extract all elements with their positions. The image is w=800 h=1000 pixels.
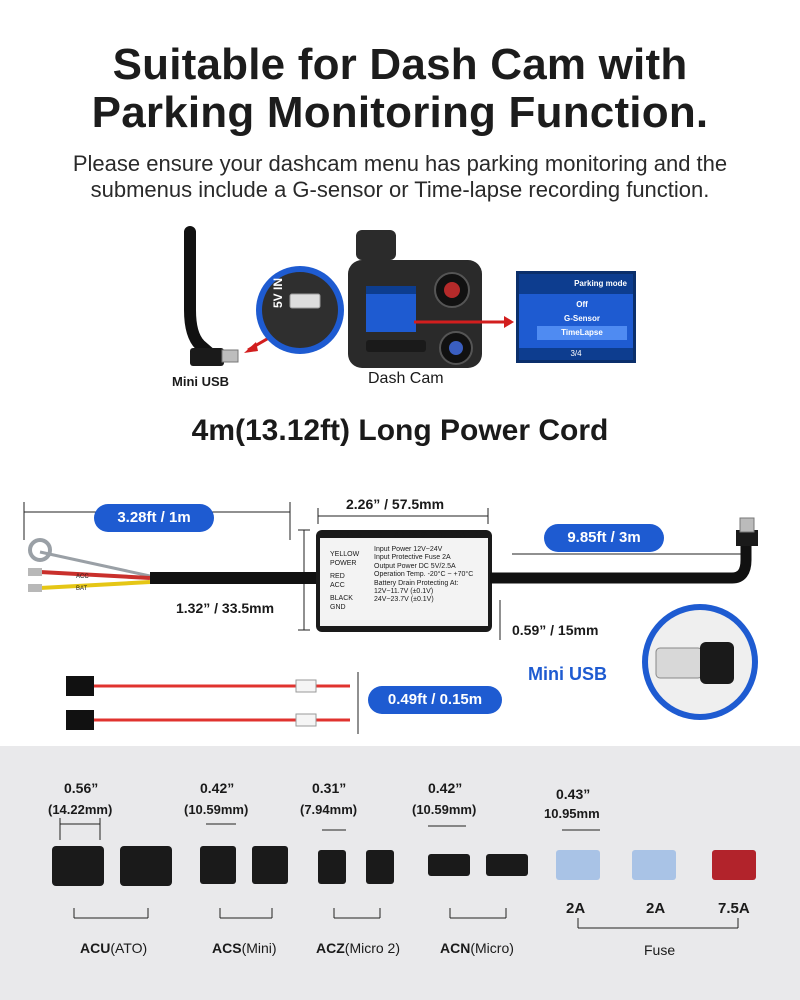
parking-mode-screen: Parking mode Off G-Sensor TimeLapse 3/4 <box>516 271 636 363</box>
acu-dim: 0.56” <box>64 780 99 796</box>
page-title-line1: Suitable for Dash Cam with <box>112 40 688 89</box>
fuse-rating-3: 7.5A <box>718 900 750 917</box>
wire-tag-acc: ACC <box>76 574 89 580</box>
fuse-dim: 0.43” <box>556 786 591 802</box>
fuse-rating-1: 2A <box>566 900 586 917</box>
acn-label: ACN(Micro) <box>440 940 514 956</box>
acz-mm: (7.94mm) <box>300 802 358 817</box>
page-title-line2: Parking Monitoring Function. <box>91 88 709 137</box>
dashcam-diagram <box>184 226 514 368</box>
screen-option-off: Off <box>576 300 588 309</box>
acs-label: ACS(Mini) <box>212 940 277 956</box>
acs-mm: (10.59mm) <box>184 802 249 817</box>
port-label: 5V IN <box>271 277 286 309</box>
depth-dim: 0.59” / 15mm <box>512 622 599 638</box>
subtitle-line2: submenus include a G-sensor or Time-laps… <box>90 177 710 202</box>
screen-page: 3/4 <box>519 348 633 360</box>
length-left-badge: 3.28ft / 1m <box>94 504 214 532</box>
cord-title: 4m(13.12ft) Long Power Cord <box>191 414 609 447</box>
fuse-group-label: Fuse <box>644 942 676 958</box>
screen-title: Parking mode <box>519 274 633 294</box>
acz-dim: 0.31” <box>312 780 347 796</box>
box-title: HARD WIRE KIT FOR RANGE TOUR CAR DVR <box>334 532 488 539</box>
acz-label: ACZ(Micro 2) <box>316 940 401 956</box>
fuse-mm: 10.95mm <box>544 806 600 821</box>
mini-usb-label: Mini USB <box>172 374 230 389</box>
tap-length-badge: 0.49ft / 0.15m <box>368 686 502 714</box>
fuse-rating-2: 2A <box>646 900 666 917</box>
subtitle-line1: Please ensure your dashcam menu has park… <box>72 151 728 176</box>
mini-usb-zoom-label: Mini USB <box>528 664 607 684</box>
width-dim: 2.26” / 57.5mm <box>346 496 445 512</box>
length-right-badge: 9.85ft / 3m <box>544 524 664 552</box>
acs-dim: 0.42” <box>200 780 235 796</box>
fuse-tap-graphics <box>52 818 756 929</box>
screen-option-gsensor: G-Sensor <box>563 314 600 323</box>
hardwire-kit-diagram <box>23 502 758 734</box>
dash-cam-icon <box>348 230 482 368</box>
acu-mm: (14.22mm) <box>48 802 113 817</box>
spec-list: Input Power 12V~24V Input Protective Fus… <box>374 546 474 604</box>
mini-usb-plug-icon <box>190 348 239 366</box>
acu-label: ACU(ATO) <box>80 940 148 956</box>
screen-option-timelapse: TimeLapse <box>537 326 627 340</box>
acn-mm: (10.59mm) <box>412 802 477 817</box>
dash-cam-label: Dash Cam <box>368 370 444 387</box>
acn-dim: 0.42” <box>428 780 463 796</box>
wire-tag-bat: BAT <box>76 586 88 592</box>
height-dim: 1.32” / 33.5mm <box>176 600 275 616</box>
